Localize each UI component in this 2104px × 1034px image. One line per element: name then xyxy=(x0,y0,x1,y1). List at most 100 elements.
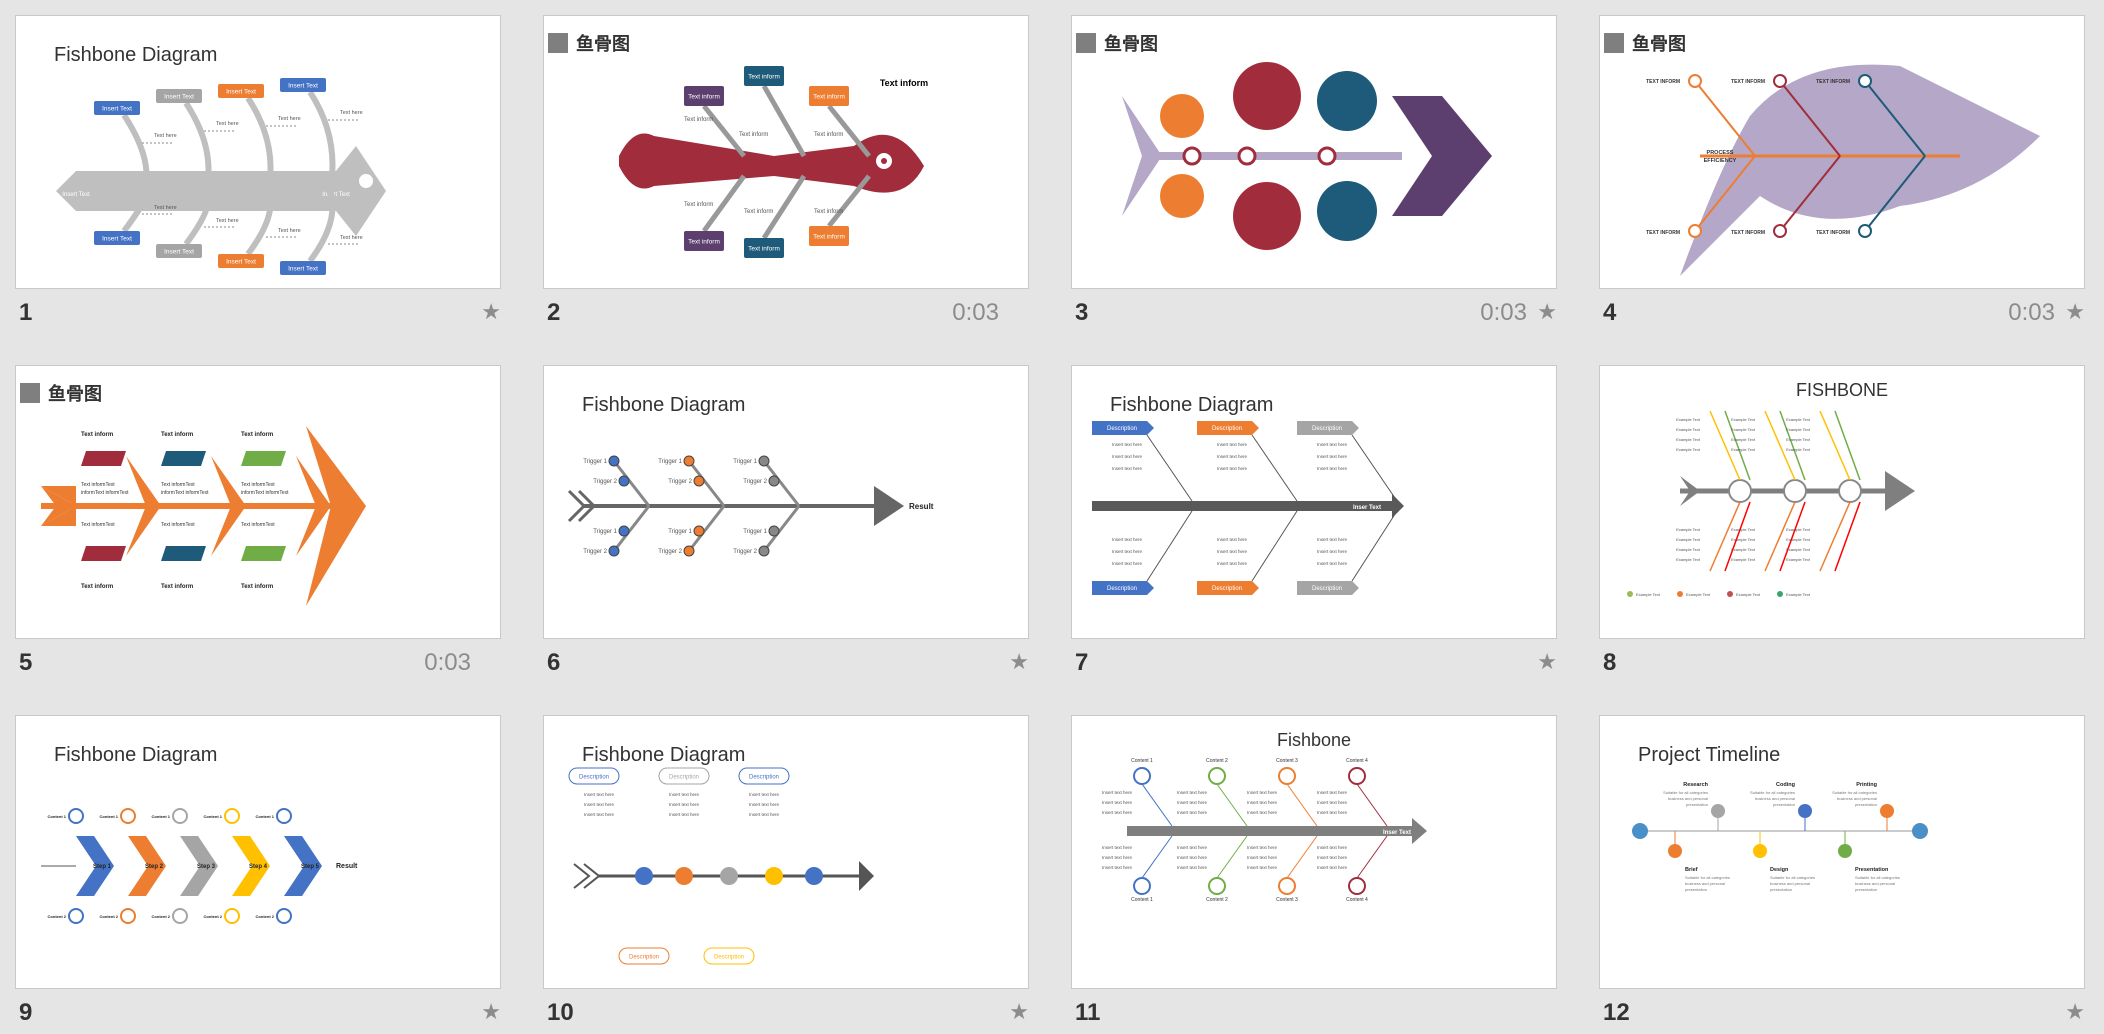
svg-text:PROCESS: PROCESS xyxy=(1707,150,1734,156)
svg-text:Text inform: Text inform xyxy=(241,432,273,438)
svg-text:Example Text: Example Text xyxy=(1676,417,1701,422)
svg-text:Insert Text: Insert Text xyxy=(164,249,194,256)
svg-text:Text informText: Text informText xyxy=(161,522,195,528)
svg-text:Result: Result xyxy=(909,502,934,511)
svg-text:Example Text: Example Text xyxy=(1731,447,1756,452)
svg-text:informText informText: informText informText xyxy=(241,490,289,496)
star-icon[interactable]: ★ xyxy=(1537,649,1557,674)
svg-text:Step 2: Step 2 xyxy=(145,864,164,870)
svg-text:Description: Description xyxy=(629,955,659,961)
svg-text:Trigger 1: Trigger 1 xyxy=(733,459,757,465)
svg-text:Insert text here: Insert text here xyxy=(1177,865,1208,870)
svg-text:Trigger 2: Trigger 2 xyxy=(733,549,757,555)
title-square-icon xyxy=(548,33,568,53)
svg-text:Trigger 2: Trigger 2 xyxy=(668,479,692,485)
star-icon[interactable]: ★ xyxy=(481,299,501,324)
svg-text:Example Text: Example Text xyxy=(1731,427,1756,432)
slide-thumbnail[interactable]: Trigger 1 Trigger 2 Trigger 1 Trigger 2 Trig… xyxy=(543,365,1029,639)
svg-text:Insert Text: Insert Text xyxy=(164,94,194,101)
slide-diagram: Text inform Text informText informText inf… xyxy=(41,426,366,606)
svg-text:Insert text here: Insert text here xyxy=(1217,442,1248,447)
svg-text:TEXT INFORM: TEXT INFORM xyxy=(1816,230,1850,236)
transition-duration: 0:03 xyxy=(2008,299,2055,326)
svg-text:Insert text here: Insert text here xyxy=(584,802,615,807)
svg-text:Insert text here: Insert text here xyxy=(1317,442,1348,447)
star-icon[interactable]: ★ xyxy=(481,999,501,1024)
svg-text:Step 4: Step 4 xyxy=(249,864,268,870)
svg-text:Text inform: Text inform xyxy=(81,432,113,438)
svg-text:Trigger 2: Trigger 2 xyxy=(593,479,617,485)
svg-text:Example Text: Example Text xyxy=(1786,527,1811,532)
svg-text:Trigger 1: Trigger 1 xyxy=(593,529,617,535)
svg-text:Description: Description xyxy=(714,955,744,961)
svg-text:Insert Text: Insert Text xyxy=(288,83,318,90)
svg-text:Text here: Text here xyxy=(278,116,301,122)
slide-number: 3 xyxy=(1075,299,1089,326)
star-icon[interactable]: ★ xyxy=(2065,999,2085,1024)
svg-text:Insert text here: Insert text here xyxy=(1177,810,1208,815)
svg-text:Text inform: Text inform xyxy=(684,117,713,123)
svg-text:Suitable for all categories: Suitable for all categories xyxy=(1685,875,1730,880)
svg-text:business and personal: business and personal xyxy=(1855,881,1895,886)
svg-text:Description: Description xyxy=(1212,426,1242,432)
svg-text:Content 2: Content 2 xyxy=(48,914,67,919)
svg-text:Insert text here: Insert text here xyxy=(1217,454,1248,459)
svg-text:Text inform: Text inform xyxy=(813,234,845,241)
slide-thumbnail[interactable]: 鱼骨图 xyxy=(1071,15,1557,289)
svg-text:Trigger 2: Trigger 2 xyxy=(583,549,607,555)
svg-text:Insert text here: Insert text here xyxy=(584,812,615,817)
svg-text:Content 4: Content 4 xyxy=(1346,758,1368,764)
star-icon[interactable]: ★ xyxy=(1537,299,1557,324)
svg-text:Insert text here: Insert text here xyxy=(1317,537,1348,542)
svg-text:Content 1: Content 1 xyxy=(100,814,119,819)
star-icon[interactable]: ★ xyxy=(1009,649,1029,674)
svg-text:Text inform: Text inform xyxy=(744,209,773,215)
svg-text:Text inform: Text inform xyxy=(161,432,193,438)
star-icon[interactable]: ★ xyxy=(1009,999,1029,1024)
svg-text:Suitable for all categories: Suitable for all categories xyxy=(1855,875,1900,880)
slide-number: 4 xyxy=(1603,299,1617,326)
svg-text:Content 1: Content 1 xyxy=(1131,758,1153,764)
svg-text:Presentation: Presentation xyxy=(1855,867,1889,873)
svg-text:Example Text: Example Text xyxy=(1786,437,1811,442)
svg-text:Insert Text: Insert Text xyxy=(102,236,132,243)
svg-text:Content 2: Content 2 xyxy=(100,914,119,919)
slide-diagram xyxy=(1122,62,1492,250)
slide-number: 9 xyxy=(19,999,33,1026)
svg-text:Insert text here: Insert text here xyxy=(1317,466,1348,471)
svg-text:Inser Text: Inser Text xyxy=(1353,505,1381,511)
svg-text:Example Text: Example Text xyxy=(1786,537,1811,542)
slide-title: 鱼骨图 xyxy=(20,380,102,406)
svg-text:Description: Description xyxy=(1312,426,1342,432)
star-icon[interactable]: ★ xyxy=(2065,299,2085,324)
svg-text:Description: Description xyxy=(1312,586,1342,592)
svg-text:Example Text: Example Text xyxy=(1786,417,1811,422)
svg-text:Example Text: Example Text xyxy=(1676,527,1701,532)
svg-text:Insert text here: Insert text here xyxy=(1217,549,1248,554)
svg-text:business and personal: business and personal xyxy=(1770,881,1810,886)
svg-text:Content 2: Content 2 xyxy=(1206,758,1228,764)
svg-text:TEXT INFORM: TEXT INFORM xyxy=(1646,79,1680,85)
svg-text:Inser Text: Inser Text xyxy=(1383,830,1411,836)
svg-text:Insert text here: Insert text here xyxy=(1112,466,1143,471)
svg-text:Description: Description xyxy=(1107,586,1137,592)
svg-text:Insert Text: Insert Text xyxy=(226,89,256,96)
svg-text:Insert text here: Insert text here xyxy=(1317,790,1348,795)
svg-text:presentation: presentation xyxy=(1770,887,1792,892)
svg-text:Trigger 1: Trigger 1 xyxy=(743,529,767,535)
svg-text:Example Text: Example Text xyxy=(1786,447,1811,452)
svg-text:Content 2: Content 2 xyxy=(152,914,171,919)
svg-text:business and personal: business and personal xyxy=(1837,796,1877,801)
svg-text:Example Text: Example Text xyxy=(1731,537,1756,542)
svg-text:Example Text: Example Text xyxy=(1676,537,1701,542)
